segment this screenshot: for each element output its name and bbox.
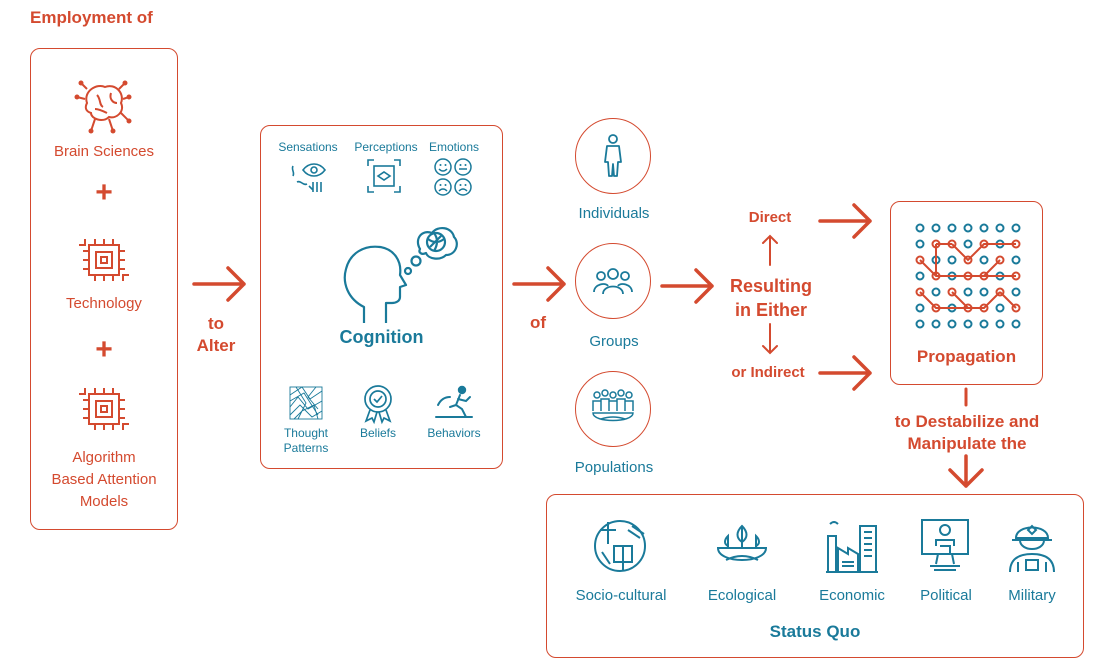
individuals-label: Individuals [578, 205, 650, 222]
resulting-label: Resulting in Either [712, 274, 830, 322]
ecological-label: Ecological [707, 587, 777, 604]
thought-label: Thought [283, 426, 329, 440]
behaviors-label: Behaviors [427, 426, 481, 440]
resulting-line2: in Either [734, 300, 807, 320]
destabilize-line2: Manipulate the [907, 434, 1027, 453]
network-grid-icon [915, 223, 1021, 329]
to-label: to [207, 314, 225, 333]
alter-label: Alter [196, 336, 236, 355]
group-icon [593, 268, 633, 295]
political-icon [921, 519, 969, 571]
thought-patterns-icon [289, 386, 323, 420]
page-title: Employment of [30, 8, 153, 27]
chip-icon-2 [79, 388, 129, 430]
population-icon [592, 389, 634, 422]
perceptions-icon [367, 159, 401, 193]
person-icon [604, 134, 622, 177]
indirect-label: or Indirect [731, 364, 805, 381]
populations-circle [575, 371, 651, 447]
arrow-right-icon-2 [512, 266, 566, 302]
propagation-box [890, 201, 1043, 385]
sensations-label: Sensations [278, 140, 338, 154]
cognition-title: Cognition [339, 327, 424, 347]
groups-label: Groups [589, 333, 639, 350]
beliefs-label: Beliefs [359, 426, 397, 440]
brain-sciences-label: Brain Sciences [53, 143, 155, 160]
perceptions-label: Perceptions [354, 140, 418, 154]
ecological-icon [716, 524, 768, 561]
to-alter-label: to Alter [186, 313, 246, 357]
economic-icon [826, 521, 878, 573]
emotions-icon [434, 158, 472, 196]
connector-line [964, 387, 968, 407]
thought-patterns-label: Thought Patterns [270, 426, 342, 456]
behaviors-icon [435, 385, 473, 418]
algorithm-label-line2: Based Attention [51, 471, 157, 488]
arrow-right-icon-5 [818, 355, 872, 391]
political-label: Political [920, 587, 972, 604]
brain-circuit-icon [74, 80, 132, 134]
economic-label: Economic [819, 587, 885, 604]
status-quo-box [546, 494, 1084, 658]
arrow-down-icon-2 [948, 454, 984, 488]
cognition-box [260, 125, 503, 469]
status-quo-title: Status Quo [769, 622, 861, 641]
plus-sign-2: + [95, 333, 113, 366]
head-thinking-icon [343, 227, 458, 323]
arrow-down-icon [762, 323, 778, 355]
socio-cultural-icon [594, 520, 646, 572]
propagation-label: Propagation [916, 347, 1017, 366]
technology-label: Technology [66, 295, 142, 312]
individuals-circle [575, 118, 651, 194]
arrow-right-icon [192, 266, 246, 302]
destabilize-label: to Destabilize and Manipulate the [862, 411, 1072, 455]
military-icon [1009, 524, 1055, 573]
patterns-label: Patterns [283, 441, 329, 455]
socio-cultural-label: Socio-cultural [575, 587, 667, 604]
arrow-up-icon [762, 234, 778, 266]
beliefs-icon [364, 385, 392, 425]
algorithm-label-line3: Models [79, 493, 129, 510]
plus-sign: + [95, 176, 113, 209]
algorithm-label-line1: Algorithm [72, 449, 136, 466]
destabilize-line1: to Destabilize and [894, 412, 1040, 431]
employment-box [30, 48, 178, 530]
algorithm-label: Algorithm Based Attention Models [30, 447, 178, 513]
of-label: of [529, 313, 547, 332]
military-label: Military [1008, 587, 1056, 604]
chip-icon [79, 239, 129, 281]
arrow-right-icon-3 [660, 268, 714, 304]
arrow-right-icon-4 [818, 203, 872, 239]
direct-label: Direct [748, 209, 792, 226]
sensations-icon [291, 163, 327, 192]
populations-label: Populations [574, 459, 654, 476]
emotions-label: Emotions [428, 140, 480, 154]
resulting-line1: Resulting [729, 276, 812, 296]
groups-circle [575, 243, 651, 319]
